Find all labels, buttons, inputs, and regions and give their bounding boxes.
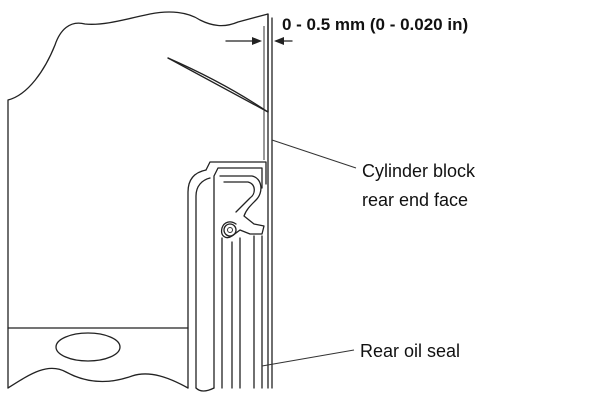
crankshaft-bore: [187, 169, 211, 389]
rear-oil-seal: [195, 161, 267, 392]
dimension-indicator: [225, 26, 293, 160]
cylinder-block: [7, 11, 269, 389]
block-rear-face: [267, 13, 273, 389]
dimension-arrow-left-icon: [252, 37, 262, 45]
dimension-arrow-right-icon: [274, 37, 284, 45]
dimension-label: 0 - 0.5 mm (0 - 0.020 in): [282, 15, 468, 34]
callout-block-face-line2: rear end face: [362, 190, 468, 210]
leader-oil-seal: [261, 349, 355, 367]
callout-oil-seal: Rear oil seal: [360, 341, 460, 361]
callout-block-face-line1: Cylinder block: [362, 161, 476, 181]
leader-block-face: [271, 139, 357, 169]
